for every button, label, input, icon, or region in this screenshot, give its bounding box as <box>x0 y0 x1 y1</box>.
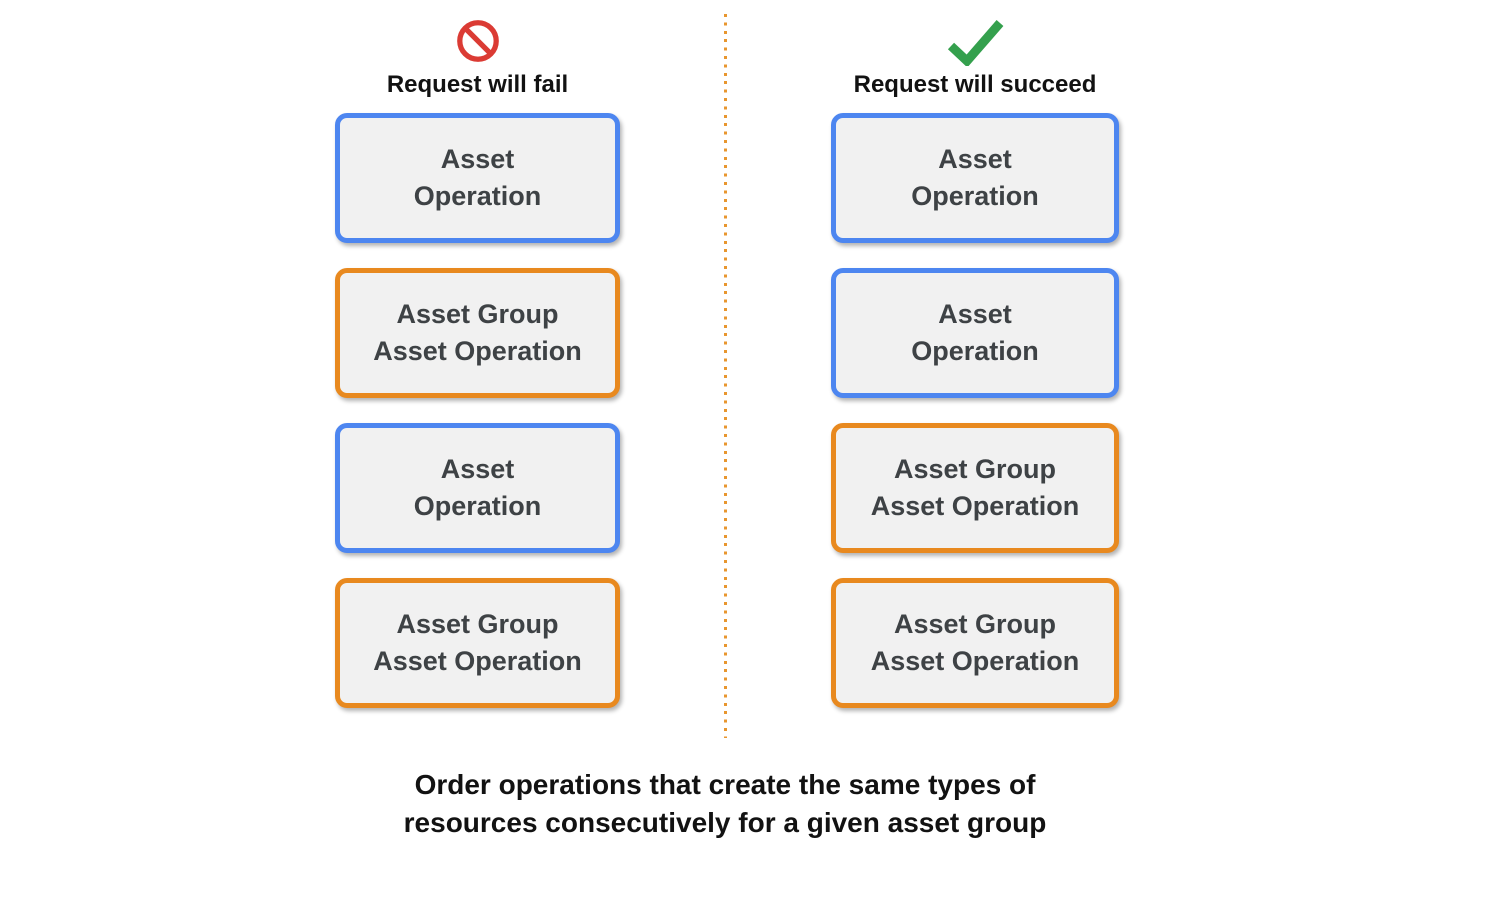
fail-box-stack: Asset Operation Asset Group Asset Operat… <box>335 113 620 708</box>
asset-operation-box: Asset Operation <box>335 113 620 243</box>
box-label-line: Operation <box>413 491 542 521</box>
checkmark-icon <box>947 20 1004 66</box>
asset-group-asset-operation-box: Asset Group Asset Operation <box>831 423 1119 553</box>
box-label-line: Asset Group <box>893 609 1057 639</box>
succeed-box-stack: Asset Operation Asset Operation Asset Gr… <box>831 113 1119 708</box>
dotted-divider <box>724 14 727 738</box>
box-label-line: Asset <box>938 299 1012 329</box>
prohibition-icon <box>456 20 499 62</box>
box-label-line: Asset Operation <box>373 646 582 676</box>
box-label-line: Asset <box>938 144 1012 174</box>
box-label-line: Operation <box>911 336 1039 366</box>
caption: Order operations that create the same ty… <box>0 766 1450 842</box>
box-label-line: Asset Group <box>396 299 559 329</box>
asset-operation-box: Asset Operation <box>335 423 620 553</box>
asset-group-asset-operation-box: Asset Group Asset Operation <box>831 578 1119 708</box>
asset-operation-box: Asset Operation <box>831 113 1119 243</box>
box-label-line: Asset Operation <box>373 336 582 366</box>
succeed-title: Request will succeed <box>853 71 1097 98</box>
asset-operation-box: Asset Operation <box>831 268 1119 398</box>
succeed-column: Request will succeed Asset Operation Ass… <box>831 18 1119 708</box>
asset-group-asset-operation-box: Asset Group Asset Operation <box>335 268 620 398</box>
box-label-line: Asset <box>440 454 515 484</box>
fail-column: Request will fail Asset Operation Asset … <box>335 18 620 708</box>
fail-title: Request will fail <box>386 71 569 98</box>
box-label-line: Operation <box>911 181 1039 211</box>
caption-line: Order operations that create the same ty… <box>414 769 1036 800</box>
asset-group-asset-operation-box: Asset Group Asset Operation <box>335 578 620 708</box>
caption-line: resources consecutively for a given asse… <box>403 807 1047 838</box>
box-label-line: Asset <box>440 144 515 174</box>
box-label-line: Asset Operation <box>870 646 1080 676</box>
box-label-line: Asset Group <box>893 454 1057 484</box>
box-label-line: Asset Operation <box>870 491 1080 521</box>
box-label-line: Asset Group <box>396 609 559 639</box>
box-label-line: Operation <box>413 181 542 211</box>
